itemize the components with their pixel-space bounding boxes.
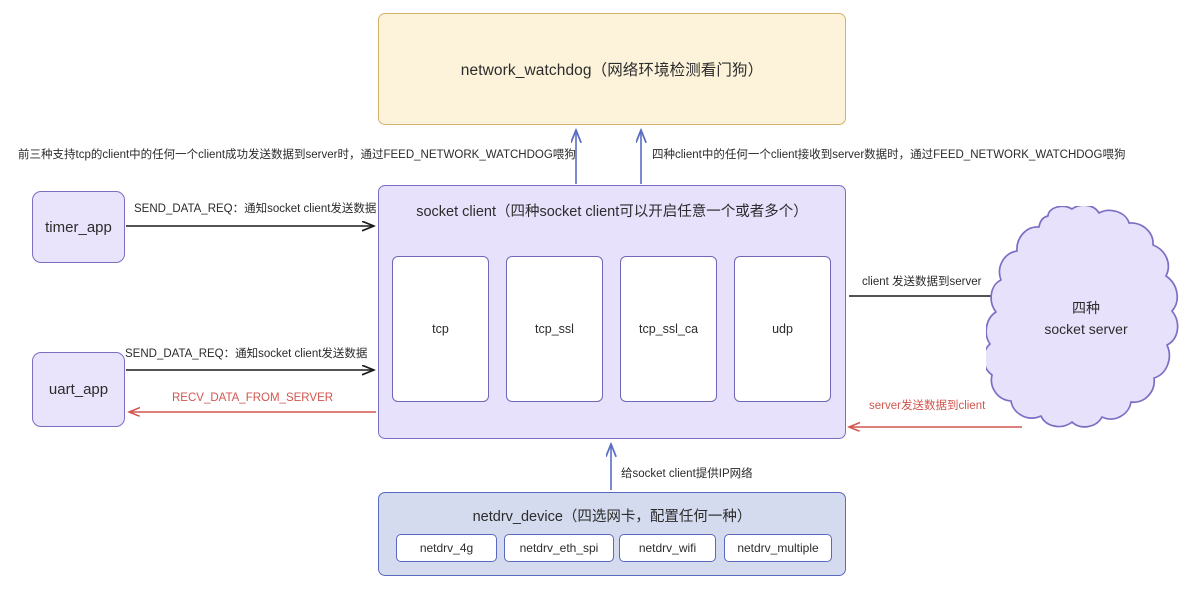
- netdrv-device-box[interactable]: netdrv_device（四选网卡，配置任何一种） netdrv_4g net…: [378, 492, 846, 576]
- netdrv-chip-multiple[interactable]: netdrv_multiple: [724, 534, 832, 562]
- socket-server-cloud[interactable]: 四种 socket server: [983, 204, 1186, 440]
- network-watchdog-label: network_watchdog（网络环境检测看门狗）: [460, 62, 764, 79]
- annotation-timer-send-data-req: SEND_DATA_REQ：通知socket client发送数据: [134, 203, 377, 215]
- protocol-box-tcp-ssl[interactable]: tcp_ssl: [506, 256, 603, 402]
- annotation-netdrv-provides-ip: 给socket client提供IP网络: [621, 468, 753, 480]
- uart-app-box[interactable]: uart_app: [32, 352, 125, 427]
- network-watchdog-box[interactable]: network_watchdog（网络环境检测看门狗）: [378, 13, 846, 125]
- netdrv-chip-4g[interactable]: netdrv_4g: [396, 534, 497, 562]
- uart-app-label: uart_app: [48, 381, 109, 398]
- annotation-server-send-to-client: server发送数据到client: [869, 400, 986, 412]
- annotation-watchdog-feed-send: 前三种支持tcp的client中的任何一个client成功发送数据到server…: [18, 149, 576, 161]
- annotation-watchdog-feed-recv: 四种client中的任何一个client接收到server数据时，通过FEED_…: [652, 149, 1126, 161]
- annotation-recv-data-from-server: RECV_DATA_FROM_SERVER: [172, 392, 334, 404]
- cloud-shape-icon: [983, 204, 1179, 428]
- annotation-uart-send-data-req: SEND_DATA_REQ：通知socket client发送数据: [125, 348, 368, 360]
- netdrv-chip-eth-spi[interactable]: netdrv_eth_spi: [504, 534, 614, 562]
- timer-app-box[interactable]: timer_app: [32, 191, 125, 263]
- annotation-client-send-to-server: client 发送数据到server: [862, 276, 982, 288]
- socket-client-title: socket client（四种socket client可以开启任意一个或者多…: [416, 204, 808, 220]
- netdrv-device-title: netdrv_device（四选网卡，配置任何一种）: [472, 509, 752, 525]
- timer-app-label: timer_app: [45, 218, 112, 236]
- socket-client-box[interactable]: socket client（四种socket client可以开启任意一个或者多…: [378, 185, 846, 439]
- protocol-box-udp[interactable]: udp: [734, 256, 831, 402]
- protocol-box-tcp[interactable]: tcp: [392, 256, 489, 402]
- netdrv-chip-wifi[interactable]: netdrv_wifi: [619, 534, 716, 562]
- protocol-box-tcp-ssl-ca[interactable]: tcp_ssl_ca: [620, 256, 717, 402]
